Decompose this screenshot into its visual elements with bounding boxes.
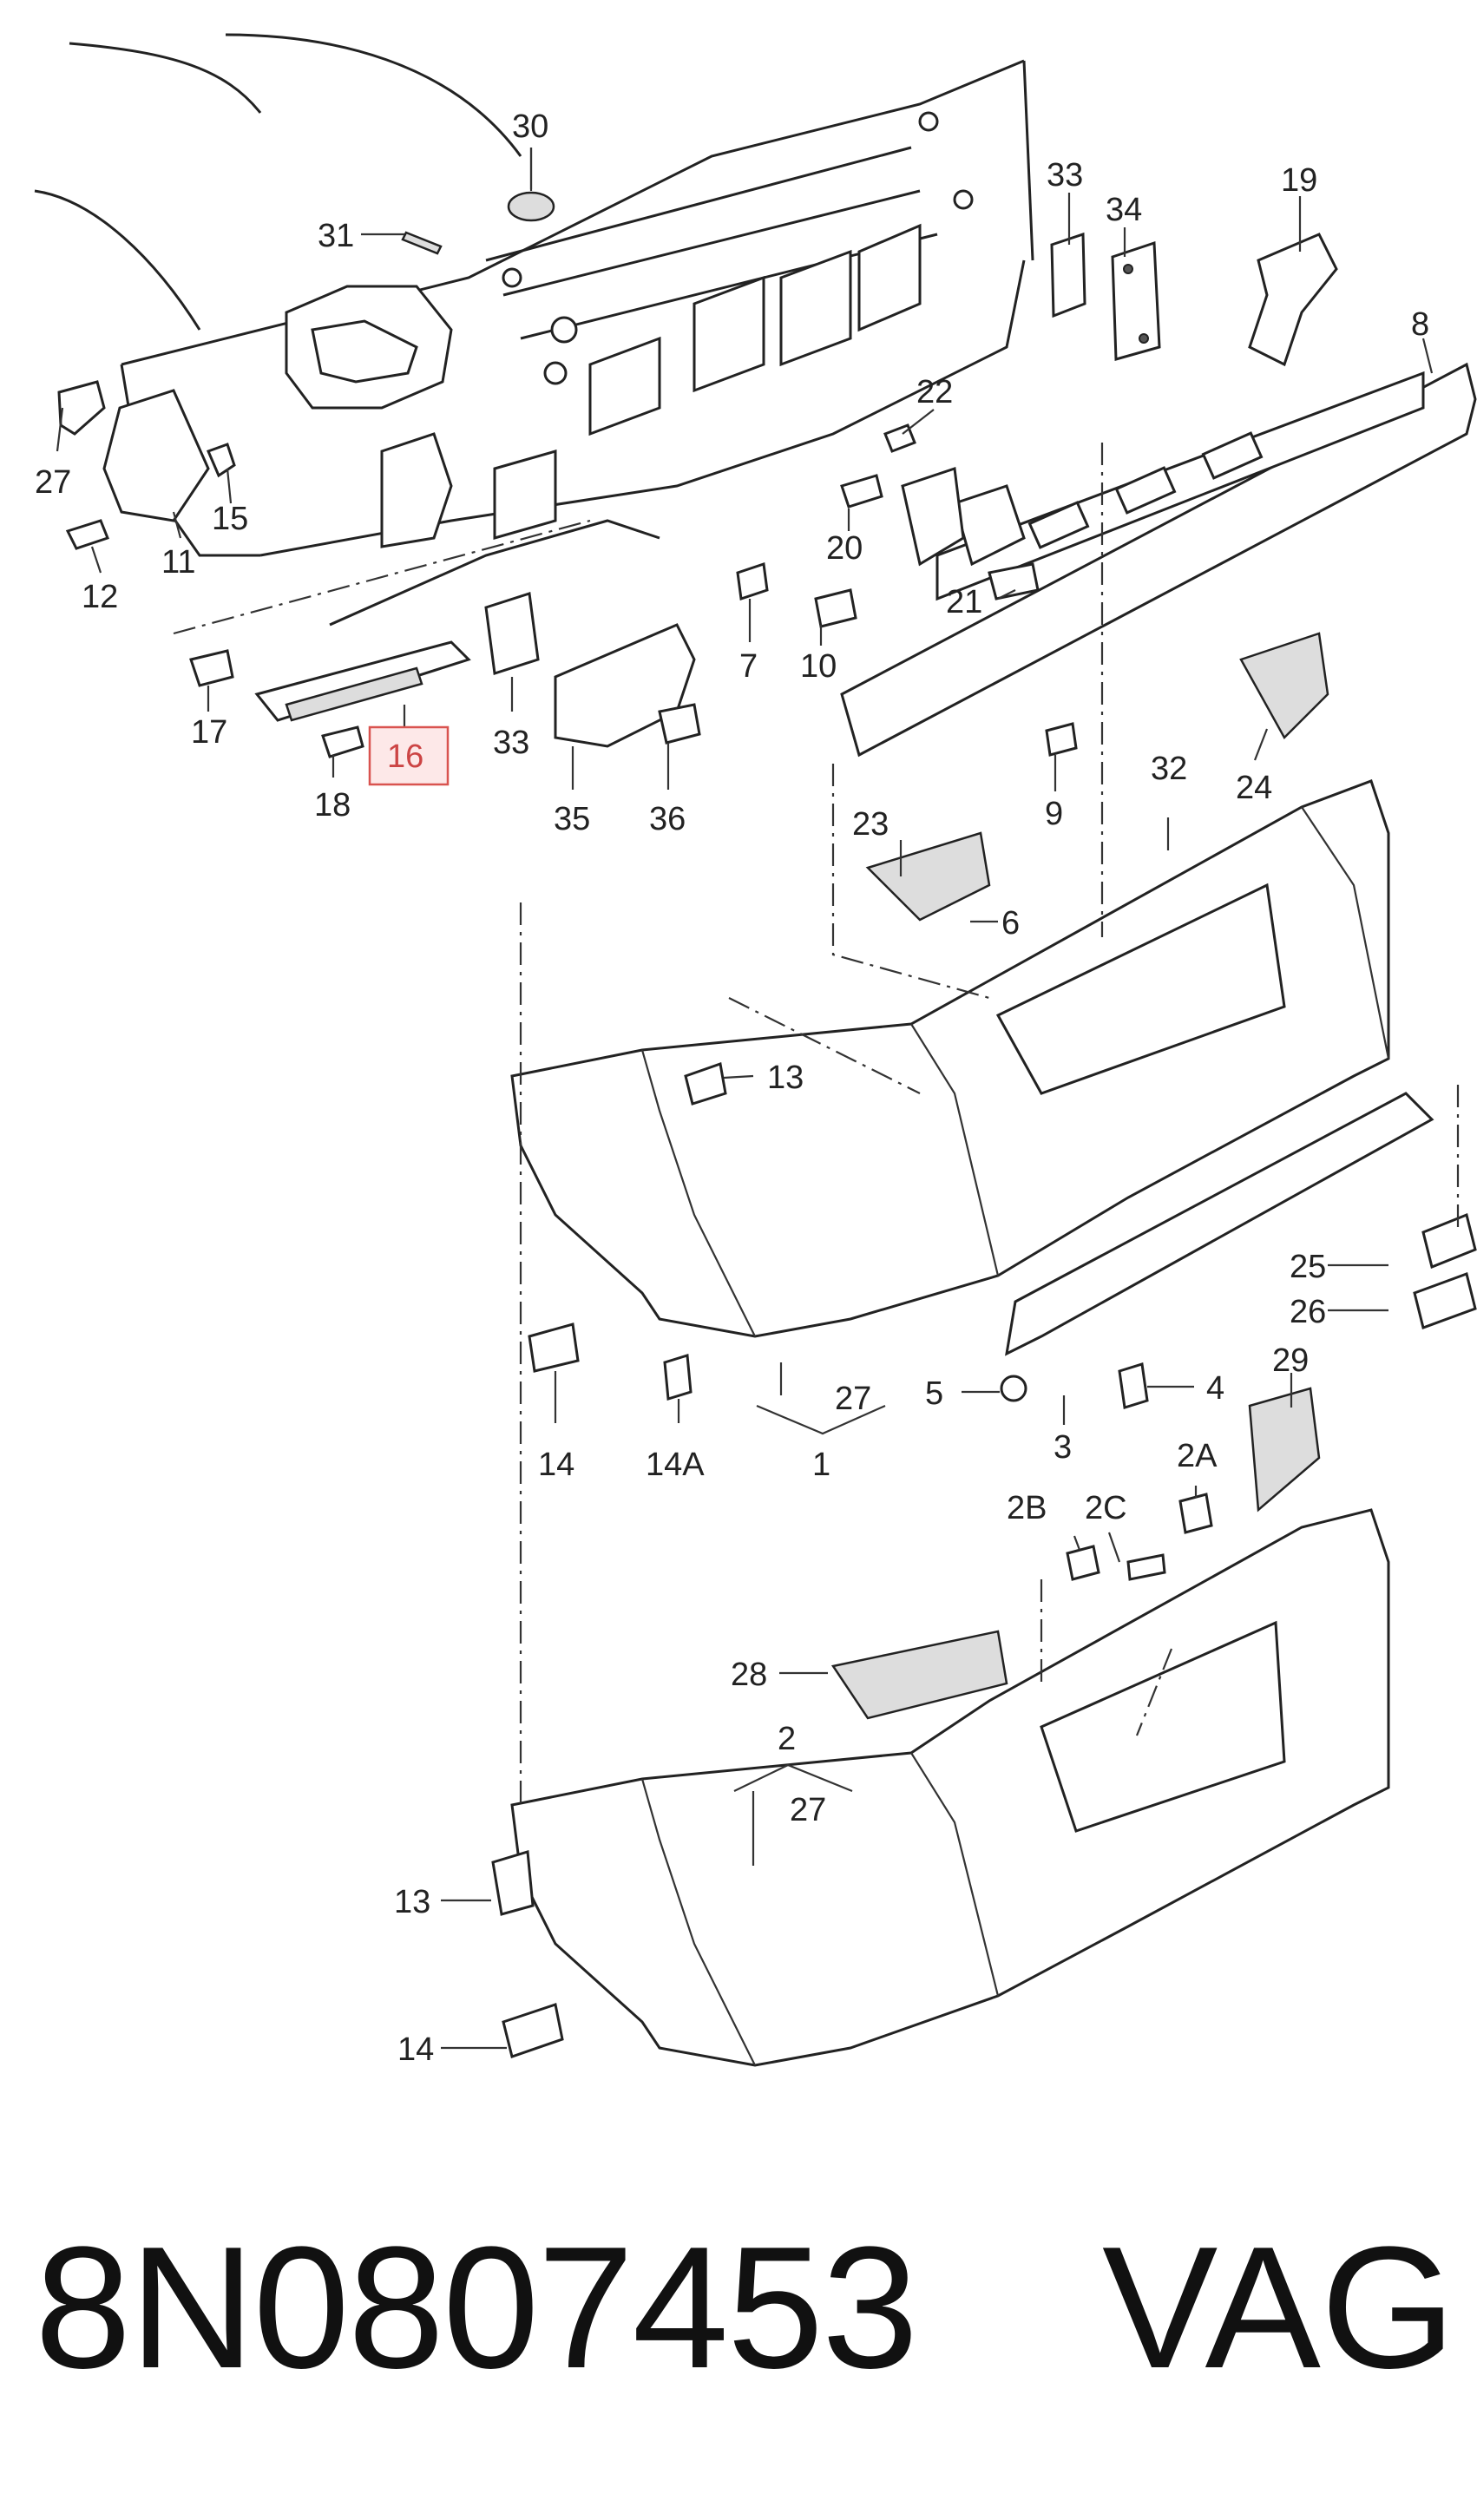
assembly-guide-lines xyxy=(173,443,1460,1805)
callout-2B: 2B xyxy=(1007,1490,1047,1526)
callout-22: 22 xyxy=(916,374,953,410)
plate-part-34 xyxy=(1111,240,1161,361)
bracket-group-35 xyxy=(484,592,701,748)
callout-2: 2 xyxy=(778,1721,796,1757)
callout-30: 30 xyxy=(512,108,548,145)
part-number: 8N0807453 xyxy=(35,2211,918,2405)
callout-36: 36 xyxy=(649,801,686,837)
leader-lines xyxy=(56,148,1434,2050)
bumper-cover-part-2 xyxy=(510,1387,1390,2067)
brand-label: VAG xyxy=(1102,2211,1456,2405)
callout-14-upper: 14 xyxy=(538,1447,574,1483)
fasteners-bottom-left xyxy=(491,1850,564,2058)
callout-21: 21 xyxy=(946,584,982,620)
callout-11: 11 xyxy=(161,544,195,581)
callout-35: 35 xyxy=(554,801,590,837)
fasteners-7-9-10 xyxy=(736,562,1078,757)
callout-labels: 30 31 33 34 19 8 27 15 11 12 22 20 21 17… xyxy=(35,108,1429,2068)
callout-14A: 14A xyxy=(646,1447,705,1483)
callout-5: 5 xyxy=(925,1375,943,1412)
callout-33-top: 33 xyxy=(1047,157,1083,194)
callout-7: 7 xyxy=(739,648,758,685)
callout-13-upper: 13 xyxy=(767,1060,804,1096)
callout-12: 12 xyxy=(82,579,118,615)
callout-27-mid: 27 xyxy=(835,1381,871,1417)
callout-13-lower: 13 xyxy=(394,1884,430,1920)
footer: 8N0807453 VAG xyxy=(35,2221,1458,2395)
fasteners-lower-left xyxy=(528,1062,1149,1409)
callout-20: 20 xyxy=(826,530,863,567)
callout-6: 6 xyxy=(1001,905,1020,942)
bracket-part-33-top xyxy=(1050,232,1086,318)
callout-31: 31 xyxy=(318,218,354,254)
bumper-reinforcement-part-8 xyxy=(840,362,1477,758)
lower-trim-part-3 xyxy=(1005,1092,1477,1356)
callout-25: 25 xyxy=(1290,1249,1326,1285)
callout-18: 18 xyxy=(314,787,351,824)
callout-24: 24 xyxy=(1236,770,1272,806)
left-side-small-parts xyxy=(57,380,236,550)
guide-rail-group-16 xyxy=(189,640,471,758)
body-rear-panel xyxy=(34,33,1034,627)
callout-34: 34 xyxy=(1106,192,1142,228)
bracket-part-19 xyxy=(1248,233,1338,367)
callout-17: 17 xyxy=(191,714,227,751)
callout-8: 8 xyxy=(1411,306,1429,343)
callout-14-lower: 14 xyxy=(397,2031,434,2068)
callout-2C: 2C xyxy=(1085,1490,1127,1526)
callout-9: 9 xyxy=(1045,796,1063,832)
callout-26: 26 xyxy=(1290,1294,1326,1330)
highlight-box-16 xyxy=(368,725,450,786)
bracket-parts-20-21-22 xyxy=(840,423,1040,600)
callout-33-bottom: 33 xyxy=(493,725,529,761)
callout-29: 29 xyxy=(1272,1342,1309,1379)
callout-27-top: 27 xyxy=(35,464,71,501)
callout-28: 28 xyxy=(731,1657,767,1693)
callout-16: 16 xyxy=(387,738,423,775)
callout-2A: 2A xyxy=(1177,1438,1218,1474)
callout-3: 3 xyxy=(1054,1429,1072,1466)
callout-19: 19 xyxy=(1281,162,1317,199)
callout-15: 15 xyxy=(212,501,248,537)
callout-10: 10 xyxy=(800,648,837,685)
callout-27-lower: 27 xyxy=(790,1792,826,1828)
bumper-cover-part-1 xyxy=(510,632,1390,1338)
callout-1: 1 xyxy=(812,1447,830,1483)
callout-32: 32 xyxy=(1151,751,1187,787)
clip-part-31 xyxy=(401,231,443,255)
callout-4: 4 xyxy=(1206,1370,1224,1407)
callout-23: 23 xyxy=(852,806,889,843)
